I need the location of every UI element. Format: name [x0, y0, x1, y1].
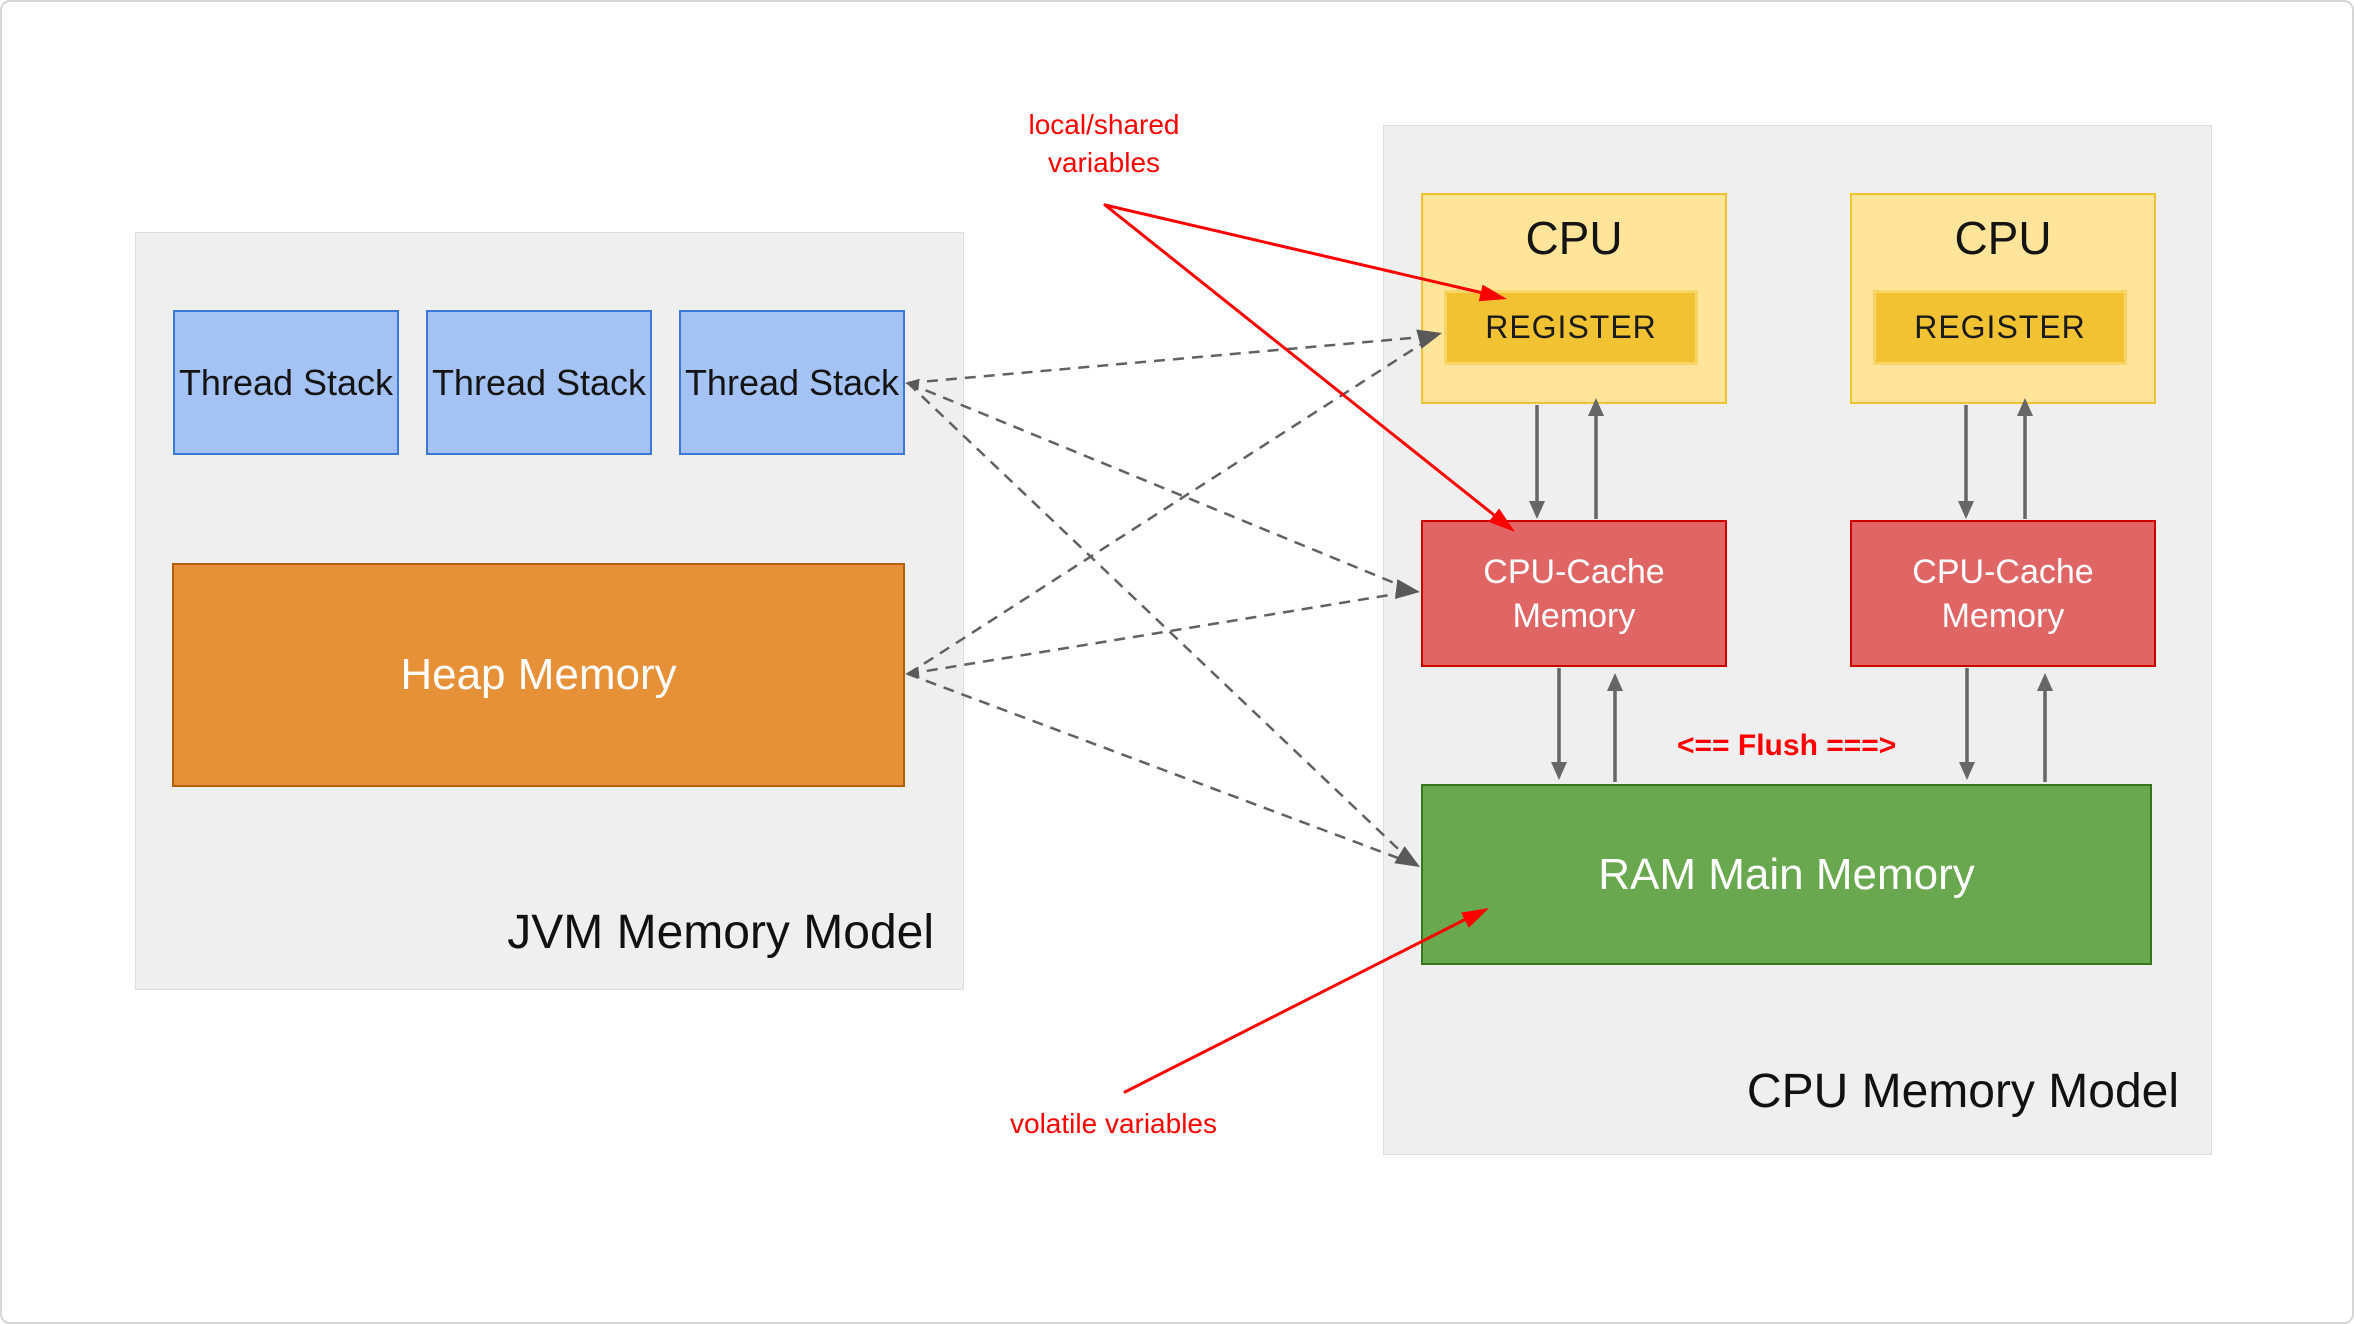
register-label: REGISTER: [1485, 309, 1657, 345]
volatile-variables-annotation: volatile variables: [1010, 1108, 1217, 1139]
cpu-cache-label: CPU-Cache Memory: [1483, 552, 1665, 635]
connector-threadstack-register: [907, 334, 1435, 385]
cpu-label: CPU: [1954, 212, 2052, 264]
cpu-cache-label: CPU-Cache Memory: [1912, 552, 2094, 635]
cpu-panel-title: CPU Memory Model: [1746, 1065, 2179, 1118]
flush-annotation: <== Flush ===>: [1677, 729, 1897, 762]
thread-stack-label: Thread Stack: [431, 362, 647, 403]
register-box-2: REGISTER: [1873, 290, 2127, 365]
connector-threadstack-cache: [907, 381, 1415, 593]
register-label: REGISTER: [1914, 309, 2086, 345]
connector-heap-register: [907, 334, 1435, 676]
connector-heap-cache: [907, 589, 1415, 676]
thread-stack-label: Thread Stack: [684, 362, 900, 403]
thread-stack-box-2: Thread Stack: [426, 310, 652, 455]
cpu-label: CPU: [1525, 212, 1623, 264]
thread-stack-box-3: Thread Stack: [679, 310, 905, 455]
connector-heap-ram: [907, 672, 1415, 866]
heap-memory-label: Heap Memory: [400, 650, 677, 699]
thread-stack-box-1: Thread Stack: [173, 310, 399, 455]
jvm-panel-title: JVM Memory Model: [507, 906, 934, 959]
dashed-connector-arrowheads: [905, 329, 1442, 867]
cpu-box-1: CPU REGISTER: [1421, 193, 1727, 404]
cpu-cache-box-2: CPU-Cache Memory: [1850, 520, 2156, 667]
thread-stack-label: Thread Stack: [178, 362, 394, 403]
register-box-1: REGISTER: [1444, 290, 1698, 365]
ram-label: RAM Main Memory: [1598, 849, 1975, 899]
ram-main-memory-box: RAM Main Memory: [1421, 784, 2152, 965]
cpu-box-2: CPU REGISTER: [1850, 193, 2156, 404]
dashed-connectors-thread-stack: [907, 334, 1435, 865]
dashed-connectors-heap: [907, 334, 1435, 866]
local-shared-variables-annotation: local/shared variables: [1028, 109, 1180, 178]
heap-memory-box: Heap Memory: [172, 563, 905, 787]
cpu-cache-box-1: CPU-Cache Memory: [1421, 520, 1727, 667]
connector-threadstack-ram: [907, 382, 1415, 865]
